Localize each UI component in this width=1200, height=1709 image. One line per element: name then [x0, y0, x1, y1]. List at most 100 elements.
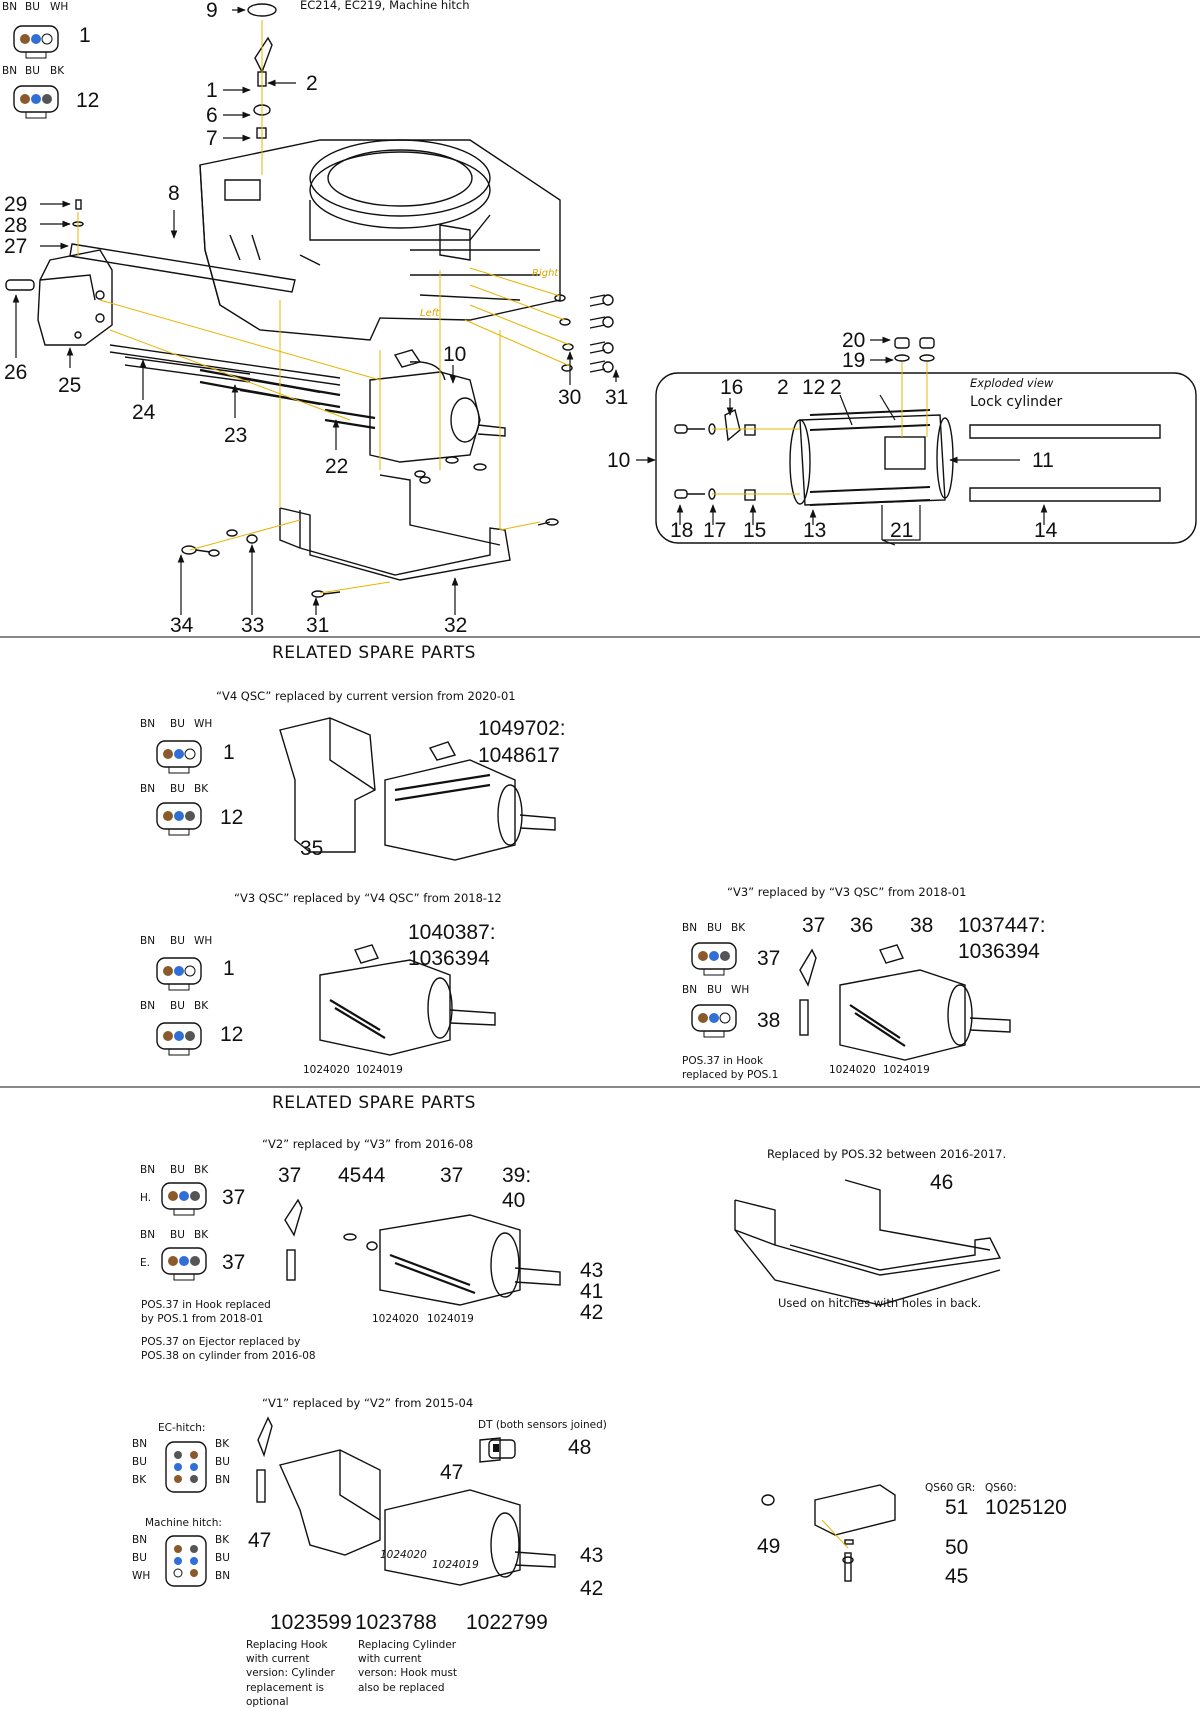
connector-3pin-icon — [155, 733, 203, 777]
wire-label-bn: BN — [132, 1534, 148, 1546]
wire-label-bu: BU — [170, 783, 185, 795]
wire-label-bn: BN — [215, 1570, 231, 1582]
connector-3pin-icon — [12, 78, 60, 122]
callout-45: 45 — [945, 1565, 969, 1588]
callout-42: 42 — [580, 1577, 604, 1600]
wire-label-bn: BN — [140, 1000, 156, 1012]
callout-13: 13 — [803, 519, 827, 542]
callout-14: 14 — [1034, 519, 1058, 542]
wire-label-bu: BU — [215, 1456, 230, 1468]
v1-note-hook: Replacing Hook with current version: Cyl… — [246, 1639, 335, 1708]
wire-label-bk: BK — [215, 1438, 230, 1450]
wire-label-bn: BN — [215, 1474, 231, 1486]
wire-label-wh: WH — [194, 935, 213, 947]
callout-19: 19 — [842, 349, 866, 372]
spring-part-number: 1024019 — [356, 1064, 403, 1076]
v2-note-ejector: POS.37 on Ejector replaced by POS.38 on … — [141, 1336, 316, 1363]
lock-cylinder-label: Lock cylinder — [970, 394, 1063, 410]
part-number: 1037447: — [958, 914, 1046, 937]
connector-3pin-icon — [155, 950, 203, 994]
callout-26: 26 — [4, 361, 28, 384]
connector-3pin-icon — [690, 935, 738, 979]
callout-2: 2 — [777, 376, 789, 399]
v1-note-cylinder: Replacing Cylinder with current verson: … — [358, 1639, 458, 1694]
callout-37: 37 — [802, 914, 826, 937]
connector-3pin-icon — [160, 1175, 208, 1219]
v4-caption: “V4 QSC” replaced by current version fro… — [216, 689, 516, 703]
wire-label-bn: BN — [2, 1, 18, 13]
wire-label-bu: BU — [170, 1000, 185, 1012]
callout-36: 36 — [850, 914, 874, 937]
callout-44: 44 — [362, 1164, 386, 1187]
connector-3pin-icon — [155, 1015, 203, 1059]
machine-hitch-label: Machine hitch: — [145, 1517, 222, 1529]
callout-37: 37 — [440, 1164, 464, 1187]
wire-label-bn: BN — [682, 984, 698, 996]
wire-label-bk: BK — [50, 65, 65, 77]
callout-39: 39: — [502, 1164, 532, 1187]
callout-50: 50 — [945, 1536, 969, 1559]
wire-label-bn: BN — [140, 1164, 156, 1176]
wire-label-wh: WH — [731, 984, 750, 996]
callout-31: 31 — [306, 614, 330, 637]
wire-label-bu: BU — [25, 65, 40, 77]
callout-37: 37 — [222, 1251, 246, 1274]
part-number: 1022799 — [466, 1611, 548, 1634]
part-number: 1040387: — [408, 921, 496, 944]
qs60-label: QS60: — [985, 1482, 1017, 1494]
callout-8: 8 — [168, 182, 180, 205]
wire-label-bk: BK — [194, 1164, 209, 1176]
wire-label-wh: WH — [194, 718, 213, 730]
dt-label: DT (both sensors joined) — [478, 1419, 607, 1431]
wire-label-bu: BU — [25, 1, 40, 13]
callout-1: 1 — [223, 957, 235, 980]
spring-part-number: 1024019 — [432, 1559, 479, 1571]
callout-34: 34 — [170, 614, 194, 637]
qs60-gr-label: QS60 GR: — [925, 1482, 976, 1494]
spring-part-number: 1024020 — [380, 1549, 427, 1561]
callout-24: 24 — [132, 401, 156, 424]
callout-18: 18 — [670, 519, 694, 542]
callout-38: 38 — [757, 1009, 781, 1032]
callout-43: 43 — [580, 1544, 604, 1567]
wire-label-bn: BN — [682, 922, 698, 934]
part-number: 1049702: — [478, 717, 566, 740]
callout-6: 6 — [206, 104, 218, 127]
callout-12: 12 — [220, 1023, 244, 1046]
wire-label-bk: BK — [215, 1534, 230, 1546]
ejector-prefix-label: E. — [140, 1257, 150, 1269]
callout-10: 10 — [443, 343, 467, 366]
wire-label-bu: BU — [170, 935, 185, 947]
callout-23: 23 — [224, 424, 248, 447]
callout-29: 29 — [4, 193, 28, 216]
callout-43: 43 — [580, 1259, 604, 1282]
v3qsc-caption: “V3 QSC” replaced by “V4 QSC” from 2018-… — [234, 891, 502, 905]
section-heading: RELATED SPARE PARTS — [272, 1093, 476, 1113]
part-number: 1036394 — [958, 940, 1040, 963]
spring-part-number: 1024020 — [829, 1064, 876, 1076]
callout-46: 46 — [930, 1171, 954, 1194]
callout-38: 38 — [910, 914, 934, 937]
connector-3pin-icon — [160, 1240, 208, 1284]
top-title: EC214, EC219, Machine hitch — [300, 0, 470, 12]
callout-30: 30 — [558, 386, 582, 409]
callout-37: 37 — [222, 1186, 246, 1209]
wire-label-bn: BN — [2, 65, 18, 77]
part-number: 1025120 — [985, 1496, 1067, 1519]
callout-9: 9 — [206, 0, 218, 22]
callout-12: 12 — [220, 806, 244, 829]
plate-note: Used on hitches with holes in back. — [778, 1296, 982, 1310]
wire-label-bk: BK — [194, 1000, 209, 1012]
wire-label-bn: BN — [140, 783, 156, 795]
v1-caption: “V1” replaced by “V2” from 2015-04 — [262, 1396, 474, 1410]
callout-42: 42 — [580, 1301, 604, 1324]
callout-37: 37 — [278, 1164, 302, 1187]
callout-49: 49 — [757, 1535, 781, 1558]
callout-11: 11 — [1032, 449, 1054, 472]
wire-label-bn: BN — [140, 718, 156, 730]
callout-33: 33 — [241, 614, 265, 637]
side-left-label: Left — [420, 308, 440, 319]
callout-16: 16 — [720, 376, 744, 399]
v2-caption: “V2” replaced by “V3” from 2016-08 — [262, 1137, 474, 1151]
wire-label-bk: BK — [194, 783, 209, 795]
